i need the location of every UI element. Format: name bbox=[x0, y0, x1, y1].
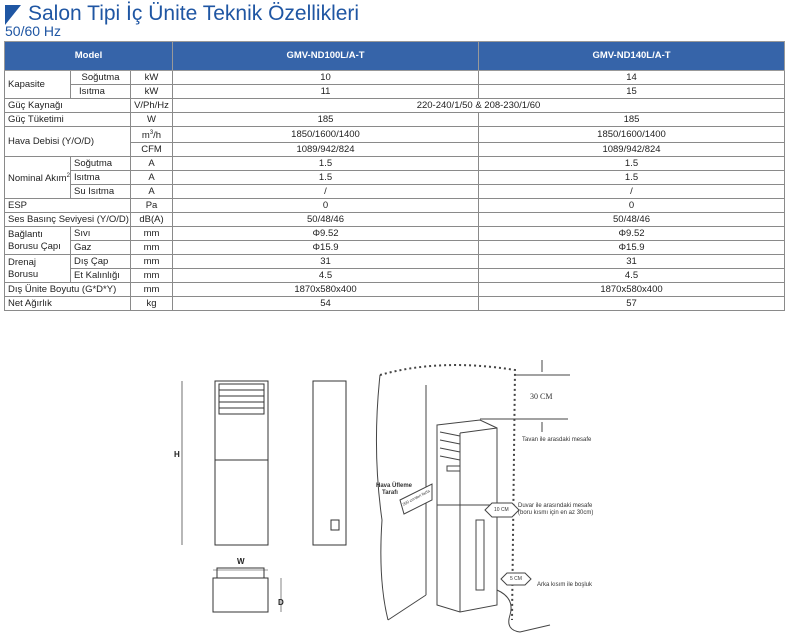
wall-distance-label-1: Duvar ile arasındaki mesafe bbox=[518, 503, 593, 509]
unit-tail: /h bbox=[153, 130, 162, 142]
label-line: Drenaj bbox=[8, 256, 36, 268]
spec-table: Model GMV-ND100L/A-T GMV-ND140L/A-T Kapa… bbox=[4, 41, 785, 312]
table-row: CFM 1089/942/824 1089/942/824 bbox=[5, 142, 785, 158]
label-line: Bağlantı bbox=[8, 228, 43, 240]
model-header: Model bbox=[4, 41, 173, 71]
table-row: Hava Debisi (Y/O/D) m3/h 1850/1600/1400 … bbox=[4, 125, 785, 158]
unit: kg bbox=[130, 296, 173, 312]
value: 1850/1600/1400 bbox=[478, 125, 785, 144]
table-row: ESP Pa 0 0 bbox=[4, 198, 785, 214]
clearance-5cm: 5 CM bbox=[510, 576, 522, 582]
nominal-label: Nominal Akım bbox=[8, 173, 67, 185]
model-2-header: GMV-ND140L/A-T bbox=[478, 41, 785, 71]
page-subtitle: 50/60 Hz bbox=[5, 23, 62, 39]
value: 57 bbox=[478, 296, 785, 312]
wall-distance-label-2: (boru kısmı için en az 30cm) bbox=[518, 510, 594, 516]
clearance-30cm: 30 CM bbox=[530, 392, 553, 401]
title-marker-icon bbox=[5, 5, 21, 25]
front-view-drawing bbox=[181, 380, 269, 546]
air-outlet-label-1: Hava Üfleme bbox=[376, 483, 413, 489]
table-row: Nominal Akım2 Soğutma A 1.5 1.5 bbox=[4, 156, 785, 200]
page-title: Salon Tipi İç Ünite Teknik Özellikleri bbox=[28, 2, 360, 25]
unit-m: m bbox=[141, 130, 150, 142]
nominal-sup: 2 bbox=[66, 173, 70, 180]
air-outlet-label-2: Tarafı bbox=[382, 490, 398, 496]
installation-drawing bbox=[375, 360, 570, 633]
unit: m3/h bbox=[130, 125, 173, 144]
ceiling-distance-label: Tavan ile arasdaki mesafe bbox=[522, 437, 592, 443]
unit-sup: 3 bbox=[149, 130, 154, 136]
depth-label: D bbox=[278, 598, 284, 607]
clearance-10cm: 10 CM bbox=[494, 507, 509, 513]
label-line: Borusu bbox=[8, 268, 39, 280]
table-row: Ses Basınç Seviyesi (Y/O/D) dB(A) 50/48/… bbox=[4, 212, 785, 228]
table-header-row: Model GMV-ND100L/A-T GMV-ND140L/A-T bbox=[4, 41, 785, 71]
row-label: Hava Debisi (Y/O/D) bbox=[4, 125, 131, 158]
height-label: H bbox=[174, 450, 180, 459]
side-view-drawing bbox=[312, 380, 347, 546]
back-gap-label: Arka kısım ile boşluk bbox=[537, 582, 593, 588]
table-row: Net Ağırlık kg 54 57 bbox=[4, 296, 785, 312]
value: 54 bbox=[172, 296, 479, 312]
width-label: W bbox=[237, 557, 245, 566]
top-view-drawing bbox=[212, 567, 282, 613]
table-row: Kapasite Soğutma kW 10 14 bbox=[4, 70, 785, 99]
label-line: Borusu Çapı bbox=[8, 240, 61, 252]
